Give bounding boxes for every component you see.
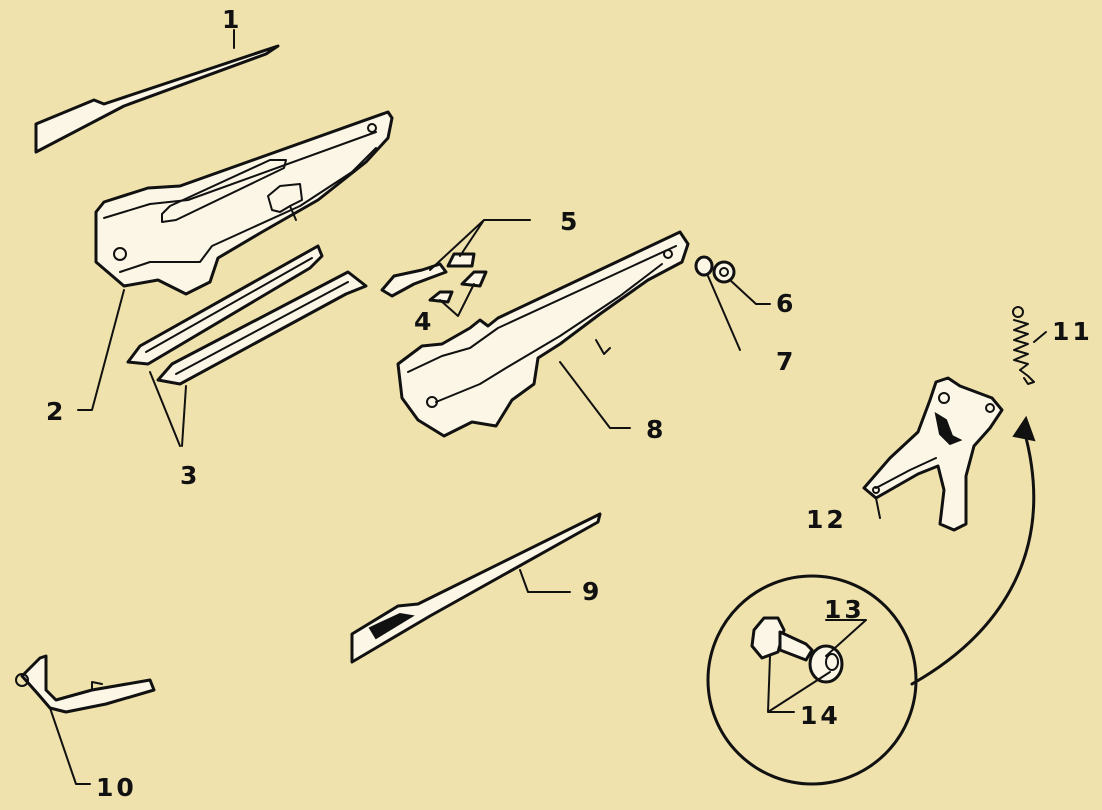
callout-11: 11 xyxy=(1052,317,1093,346)
leader-3 xyxy=(149,371,187,447)
leader-2 xyxy=(77,289,125,411)
callout-12: 12 xyxy=(806,505,847,534)
callout-4: 4 xyxy=(414,307,434,336)
callout-3: 3 xyxy=(180,461,200,490)
part-7-washer xyxy=(694,255,714,277)
callout-1: 1 xyxy=(222,5,242,34)
callout-13: 13 xyxy=(824,595,865,624)
part-4-clips xyxy=(428,270,488,304)
part-1-upper-trim-strip xyxy=(34,44,280,154)
part-3-rubber-strips xyxy=(126,244,368,386)
leader-14 xyxy=(767,655,831,713)
callout-labels: 1 2 3 4 5 6 7 8 9 10 11 12 13 14 xyxy=(46,5,1093,802)
leader-11 xyxy=(1033,331,1047,343)
part-10-bracket xyxy=(15,654,156,714)
callout-10: 10 xyxy=(96,773,137,802)
leader-8 xyxy=(559,361,631,429)
part-14-bolt xyxy=(750,616,814,662)
callout-8: 8 xyxy=(646,415,666,444)
leader-10 xyxy=(49,707,91,785)
part-2-upper-chainguard xyxy=(94,110,394,296)
part-6-nut xyxy=(712,260,736,284)
leader-9 xyxy=(519,569,571,593)
callout-2: 2 xyxy=(46,397,66,426)
part-12-mounting-bracket xyxy=(862,376,1004,532)
callout-14: 14 xyxy=(800,701,841,730)
leader-7 xyxy=(707,275,741,351)
leader-12 xyxy=(875,497,881,519)
callout-7: 7 xyxy=(776,347,796,376)
callout-9: 9 xyxy=(582,577,602,606)
part-5-clips xyxy=(380,252,476,298)
leader-4 xyxy=(439,283,475,317)
part-11-spring xyxy=(1012,306,1035,385)
leader-lines xyxy=(49,29,1047,785)
part-8-lower-chainguard xyxy=(396,230,690,438)
callout-6: 6 xyxy=(776,289,796,318)
part-13-nut xyxy=(808,644,844,684)
detail-inset-circle xyxy=(706,415,1036,786)
leader-13 xyxy=(825,619,867,657)
leader-5 xyxy=(429,219,531,271)
leader-6 xyxy=(729,279,771,305)
part-9-lower-trim-strip xyxy=(350,512,602,664)
callout-5: 5 xyxy=(560,207,580,236)
